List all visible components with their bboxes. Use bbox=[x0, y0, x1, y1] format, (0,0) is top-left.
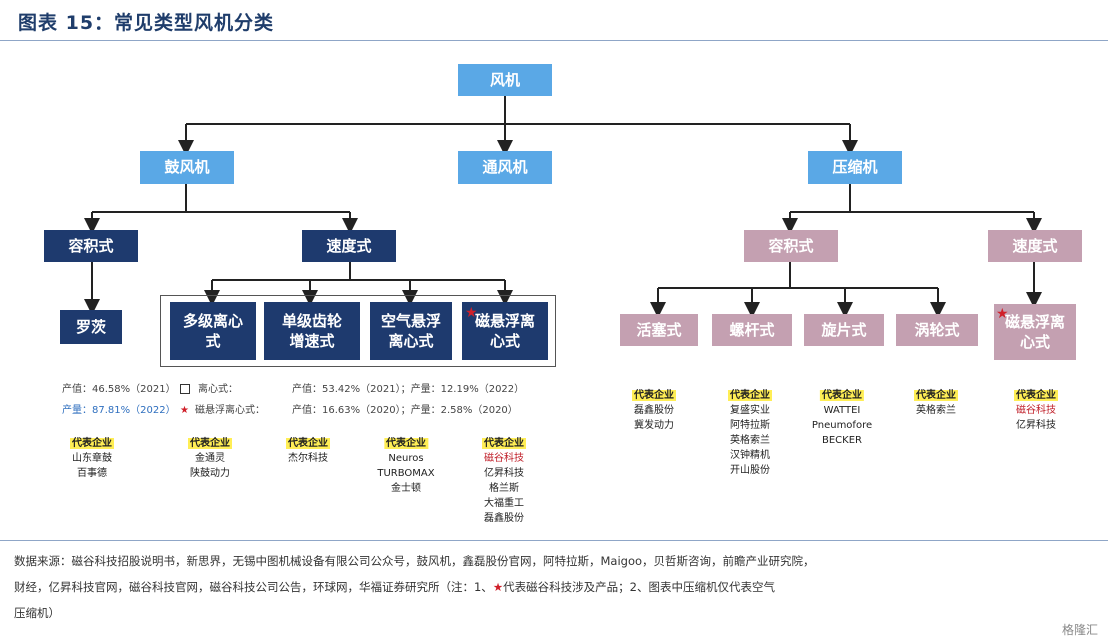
source-line-3: 压缩机） bbox=[14, 606, 60, 620]
star-icon: ★ bbox=[180, 405, 189, 416]
node-maglev-centrifugal: ★ 磁悬浮离心式 bbox=[462, 302, 548, 360]
company: 开山股份 bbox=[730, 465, 770, 476]
rep-air-bearing: 代表企业 Neuros TURBOMAX 金士顿 bbox=[377, 436, 435, 496]
footer-rule bbox=[0, 540, 1108, 541]
company: 格兰斯 bbox=[489, 483, 519, 494]
roots-volume-share: 产量：87.81%（2022） bbox=[62, 401, 176, 416]
node-scroll: 涡轮式 bbox=[896, 314, 978, 346]
centrifugal-stats: 产值：53.42%（2021）；产量：12.19%（2022） bbox=[292, 384, 525, 395]
node-maglev-label: 磁悬浮离心式 bbox=[474, 311, 535, 350]
node-roots: 罗茨 bbox=[60, 310, 122, 344]
rep-label: 代表企业 bbox=[70, 438, 114, 449]
company: 杰尔科技 bbox=[288, 453, 328, 464]
watermark: 格隆汇 bbox=[1061, 623, 1098, 637]
legend-centrifugal: 离心式： bbox=[180, 380, 238, 395]
node-single-stage-gear: 单级齿轮增速式 bbox=[264, 302, 360, 360]
source-line-2b: 代表磁谷科技涉及产品；2、图表中压缩机仅代表空气 bbox=[503, 580, 775, 594]
square-icon bbox=[180, 384, 190, 394]
node-blower-speed: 速度式 bbox=[302, 230, 396, 262]
rep-roots: 代表企业 山东章鼓 百事德 bbox=[70, 436, 114, 481]
node-fan: 风机 bbox=[458, 64, 552, 96]
company: 山东章鼓 bbox=[72, 453, 112, 464]
node-screw: 螺杆式 bbox=[712, 314, 792, 346]
legend-maglev-label: 磁悬浮离心式： bbox=[194, 405, 265, 416]
company: 亿昇科技 bbox=[484, 468, 524, 479]
rep-maglev: 代表企业 磁谷科技 亿昇科技 格兰斯 大福重工 磊鑫股份 bbox=[482, 436, 526, 526]
node-rotary-vane: 旋片式 bbox=[804, 314, 884, 346]
node-ventilator: 通风机 bbox=[458, 151, 552, 184]
node-compressor-speed: 速度式 bbox=[988, 230, 1082, 262]
company: 汉钟精机 bbox=[730, 450, 770, 461]
company: 复盛实业 bbox=[730, 405, 770, 416]
company: BECKER bbox=[821, 435, 862, 446]
speed-type-group-frame bbox=[160, 295, 556, 367]
company: Neuros bbox=[388, 453, 424, 464]
rep-label: 代表企业 bbox=[286, 438, 330, 449]
company: 陕鼓动力 bbox=[190, 468, 230, 479]
node-air-bearing: 空气悬浮离心式 bbox=[370, 302, 452, 360]
title-rule bbox=[0, 40, 1108, 41]
company: 金通灵 bbox=[195, 453, 225, 464]
node-blower-positive: 容积式 bbox=[44, 230, 138, 262]
company: 阿特拉斯 bbox=[730, 420, 770, 431]
node-compressor-maglev-label: 磁悬浮离心式 bbox=[1004, 312, 1065, 351]
rep-single-gear: 代表企业 杰尔科技 bbox=[286, 436, 330, 466]
rep-piston: 代表企业 磊鑫股份 冀发动力 bbox=[632, 388, 676, 433]
figure-title: 图表 15：常见类型风机分类 bbox=[18, 12, 275, 34]
rep-scroll: 代表企业 英格索兰 bbox=[914, 388, 958, 418]
rep-label: 代表企业 bbox=[632, 390, 676, 401]
star-icon: ★ bbox=[465, 305, 478, 321]
star-icon: ★ bbox=[996, 306, 1009, 322]
node-multistage-centrifugal: 多级离心式 bbox=[170, 302, 256, 360]
company: 大福重工 bbox=[484, 498, 524, 509]
company: 英格索兰 bbox=[730, 435, 770, 446]
legend-maglev: ★ 磁悬浮离心式： bbox=[180, 401, 265, 416]
company-highlight: 磁谷科技 bbox=[1016, 405, 1056, 416]
company: 磊鑫股份 bbox=[484, 513, 524, 524]
node-piston: 活塞式 bbox=[620, 314, 698, 346]
rep-multistage: 代表企业 金通灵 陕鼓动力 bbox=[188, 436, 232, 481]
rep-label: 代表企业 bbox=[728, 390, 772, 401]
node-compressor-maglev: ★ 磁悬浮离心式 bbox=[994, 304, 1076, 360]
source-line-2: 财经，亿昇科技官网，磁谷科技官网，磁谷科技公司公告，环球网，华福证券研究所（注：… bbox=[14, 574, 1094, 600]
company: TURBOMAX bbox=[377, 468, 435, 479]
company: 磊鑫股份 bbox=[634, 405, 674, 416]
rep-label: 代表企业 bbox=[188, 438, 232, 449]
rep-label: 代表企业 bbox=[482, 438, 526, 449]
rep-label: 代表企业 bbox=[383, 438, 428, 449]
source-note: 数据来源：磁谷科技招股说明书，新思界，无锡中图机械设备有限公司公众号，鼓风机，鑫… bbox=[14, 548, 1094, 626]
company: 百事德 bbox=[77, 468, 107, 479]
legend-centrifugal-label: 离心式： bbox=[198, 384, 238, 395]
rep-screw: 代表企业 复盛实业 阿特拉斯 英格索兰 汉钟精机 开山股份 bbox=[728, 388, 772, 478]
company: 英格索兰 bbox=[916, 405, 956, 416]
node-blower: 鼓风机 bbox=[140, 151, 234, 184]
company: 亿昇科技 bbox=[1016, 420, 1056, 431]
source-line-1: 数据来源：磁谷科技招股说明书，新思界，无锡中图机械设备有限公司公众号，鼓风机，鑫… bbox=[14, 554, 815, 568]
star-icon: ★ bbox=[492, 580, 504, 594]
node-compressor-positive: 容积式 bbox=[744, 230, 838, 262]
source-line-2a: 财经，亿昇科技官网，磁谷科技官网，磁谷科技公司公告，环球网，华福证券研究所（注：… bbox=[14, 580, 493, 594]
node-compressor: 压缩机 bbox=[808, 151, 902, 184]
rep-compressor-maglev: 代表企业 磁谷科技 亿昇科技 bbox=[1014, 388, 1058, 433]
rep-label: 代表企业 bbox=[819, 390, 864, 401]
company: WATTEI bbox=[823, 405, 861, 416]
company: 冀发动力 bbox=[634, 420, 674, 431]
roots-output-share: 产值：46.58%（2021） bbox=[62, 384, 176, 395]
company: 金士顿 bbox=[390, 483, 421, 494]
maglev-stats: 产值：16.63%（2020）；产量：2.58%（2020） bbox=[292, 405, 518, 416]
company: Pneumofore bbox=[811, 420, 873, 431]
company-highlight: 磁谷科技 bbox=[484, 453, 524, 464]
roots-volume-text: 产量：87.81%（2022） bbox=[62, 405, 176, 416]
rep-label: 代表企业 bbox=[1014, 390, 1058, 401]
rep-label: 代表企业 bbox=[914, 390, 958, 401]
rep-rotary-vane: 代表企业 WATTEI Pneumofore BECKER bbox=[812, 388, 872, 448]
